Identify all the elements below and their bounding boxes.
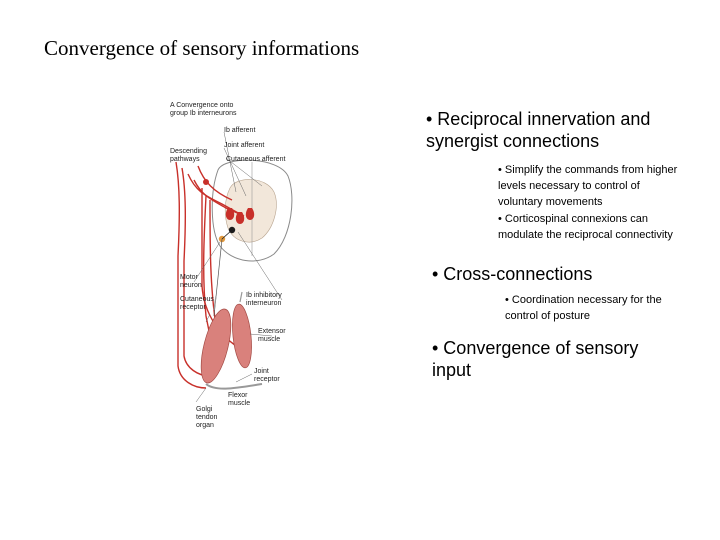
sub-bullet-simplify-commands: • Simplify the commands from higher leve…	[498, 164, 678, 208]
bullet-reciprocal-innervation: • Reciprocal innervation and synergist c…	[426, 109, 651, 151]
flexor-muscle-label: Flexor muscle	[228, 392, 251, 407]
motor-neuron-label: Motor neuron	[180, 274, 202, 289]
cutaneous-receptor-label: Cutaneous receptor	[180, 296, 214, 311]
extensor-muscle-label: Extensor muscle	[258, 328, 286, 343]
joint-receptor-label: Joint receptor	[254, 368, 280, 383]
diagram-panel-label: A Convergence onto group Ib interneurons	[170, 102, 237, 117]
sensory-convergence-diagram: A Convergence onto group Ib interneurons…	[166, 96, 298, 432]
bullet-cross-connections: • Cross-connections	[432, 264, 593, 284]
extensor-muscle-shape	[232, 303, 252, 369]
joint-afferent-label: Joint afferent	[224, 142, 265, 149]
sub-bullet-coordination: • Coordination necessary for the control…	[505, 294, 662, 322]
ib-interneuron-label: Ib inhibitory interneuron	[246, 292, 282, 307]
bullet-convergence-sensory-input: • Convergence of sensory input	[432, 338, 639, 380]
flexor-muscle-shape	[200, 308, 232, 384]
golgi-tendon-organ-label: Golgi tendon organ	[196, 406, 218, 429]
spinal-cord-outline	[211, 159, 293, 262]
descending-pathways-label: Descending pathways	[170, 148, 207, 163]
sub-bullet-corticospinal: • Corticospinal connexions can modulate …	[498, 213, 673, 241]
diagram-drawing	[175, 131, 293, 403]
ib-afferent-label: Ib afferent	[224, 127, 256, 134]
slide-title: Convergence of sensory informations	[44, 36, 360, 60]
cutaneous-afferent-label: Cutaneous afferent	[226, 156, 286, 163]
